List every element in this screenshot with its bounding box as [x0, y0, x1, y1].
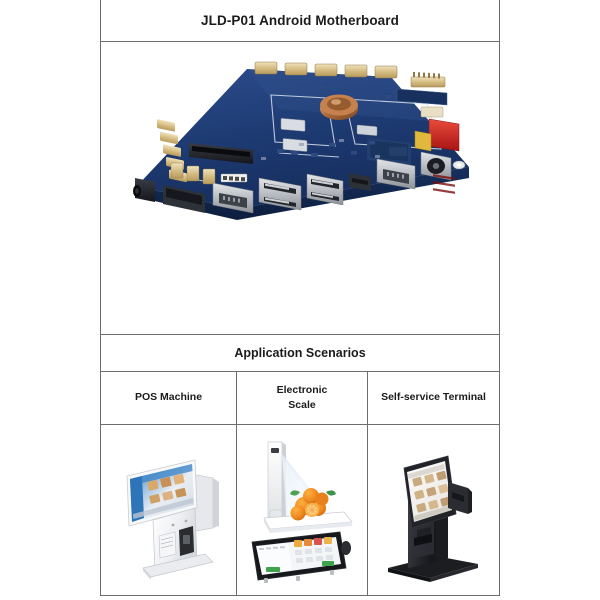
- smd-components: [277, 85, 391, 157]
- audio-jack-port: [133, 178, 155, 202]
- rj45-ethernet-port-left: [212, 182, 254, 214]
- orange-leaf-1: [326, 490, 336, 496]
- terminal-side-module: [447, 482, 472, 514]
- scale-panel-green-button-2: [322, 561, 334, 566]
- section-heading: Application Scenarios: [234, 346, 366, 360]
- scale-panel-green-button-1: [266, 567, 280, 572]
- sd-card-slot: [163, 185, 205, 213]
- cream-header: [420, 106, 444, 118]
- scale-camera-lens: [271, 448, 279, 453]
- dip-switch: [220, 173, 248, 183]
- micro-usb-port: [349, 173, 371, 191]
- pos-body-stand: [152, 507, 197, 573]
- gold-connector-trio: [170, 162, 216, 185]
- pos-printer-lines: [160, 536, 173, 549]
- dc-power-jack: [420, 151, 452, 181]
- orange-segments: [307, 505, 317, 515]
- smd-components-light: [261, 139, 380, 160]
- scale-side-knob: [341, 541, 351, 555]
- right-pin-header: [410, 72, 446, 88]
- scenario-photos-row: [101, 425, 499, 595]
- usb-port-stack-1: [258, 177, 302, 211]
- terminal-screen-menu-items: [411, 470, 451, 513]
- scenario-label-self-service-terminal: Self-service Terminal: [381, 391, 486, 404]
- motherboard-image-row: [101, 42, 499, 335]
- copper-inductor: [320, 94, 358, 120]
- idc-header: [189, 143, 253, 164]
- scale-feet: [264, 570, 334, 583]
- spec-table: JLD-P01 Android Motherboard: [100, 0, 500, 596]
- terminal-screen: [403, 455, 456, 529]
- terminal-base-plate: [387, 556, 478, 582]
- scale-camera-column: [267, 441, 286, 523]
- rj45-ethernet-port-right: [376, 158, 416, 190]
- motherboard-illustration: [133, 61, 469, 220]
- scenario-labels-row: POS Machine Electronic Scale Self-servic…: [101, 372, 499, 425]
- top-edge-connectors: [254, 61, 398, 79]
- scenario-label-pos-machine: POS Machine: [134, 391, 203, 404]
- product-title-row: JLD-P01 Android Motherboard: [101, 0, 499, 42]
- memory-module: [396, 88, 448, 106]
- pos-main-screen: [126, 459, 197, 527]
- yellow-connector: [414, 130, 432, 152]
- scale-panel-toolbar: [259, 546, 285, 550]
- application-scenarios-heading-row: Application Scenarios: [101, 335, 499, 372]
- pos-machine-photo: [126, 459, 219, 580]
- scenario-label-cell-electronic-scale: Electronic Scale: [236, 372, 368, 424]
- scenario-photo-cell-self-service-terminal: [368, 425, 499, 595]
- pos-screen-product-tiles: [146, 473, 186, 504]
- scenario-photo-cell-electronic-scale: [236, 425, 368, 595]
- pos-base-plate: [141, 553, 214, 580]
- orange-leaf-2: [290, 490, 300, 496]
- electronic-scale-photo: [251, 441, 353, 583]
- usb-port-stack-2: [306, 173, 344, 206]
- scenario-label-cell-self-service-terminal: Self-service Terminal: [368, 372, 499, 424]
- scale-panel-product-icons: [294, 537, 332, 547]
- scale-operator-panel: [251, 531, 347, 581]
- scale-panel-keypad: [295, 547, 333, 563]
- terminal-receipt-slot: [413, 534, 432, 546]
- scale-fruit-oranges: [290, 488, 336, 521]
- red-terminal-block: [428, 118, 460, 194]
- scenario-label-cell-pos-machine: POS Machine: [101, 372, 236, 424]
- mounting-hole: [452, 160, 466, 170]
- page-title: JLD-P01 Android Motherboard: [201, 13, 399, 28]
- self-service-terminal-photo: [387, 455, 478, 582]
- scenario-photo-cell-pos-machine: [101, 425, 236, 595]
- motherboard-photo: [101, 42, 499, 334]
- scenario-label-electronic-scale: Electronic Scale: [276, 383, 328, 411]
